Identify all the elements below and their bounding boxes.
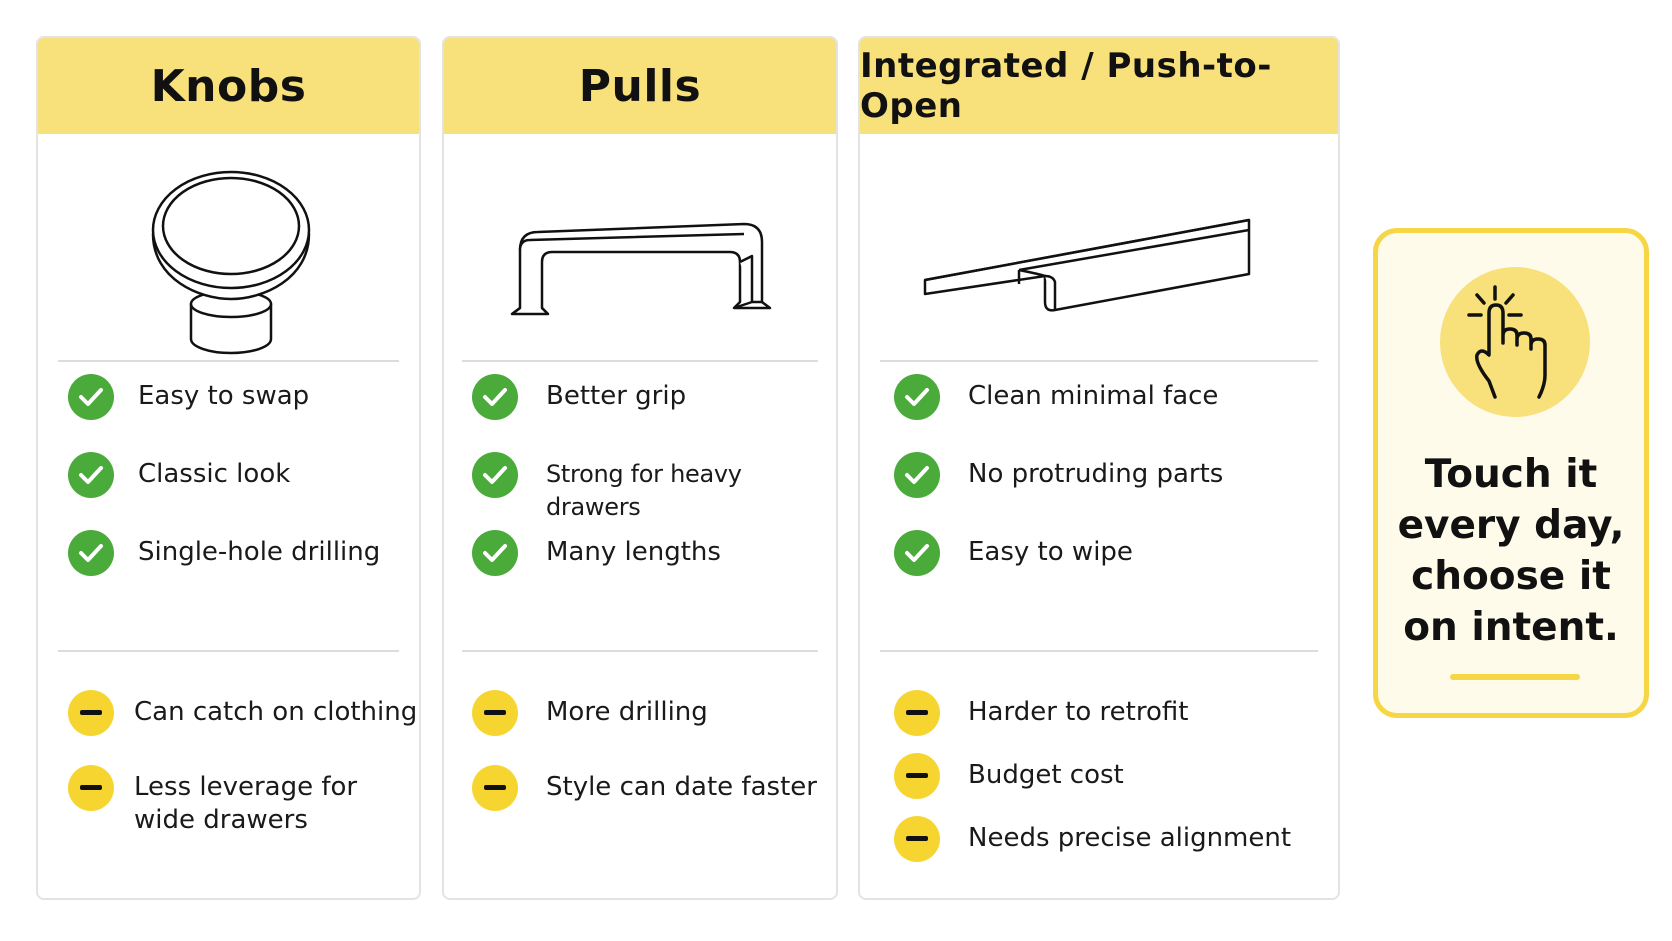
divider	[880, 360, 1318, 362]
card-knobs: Knobs Easy to swap Classic look Single-h…	[36, 36, 421, 900]
pull-illustration	[444, 134, 836, 394]
con-item: Needs precise alignment	[894, 816, 1291, 862]
card-header: Integrated / Push-to-Open	[860, 38, 1338, 134]
con-item: More drilling	[472, 690, 708, 736]
pro-text: No protruding parts	[968, 459, 1224, 489]
card-header: Knobs	[38, 38, 419, 134]
minus-icon	[68, 690, 114, 736]
con-item: Harder to retrofit	[894, 690, 1188, 736]
pro-item: Easy to wipe	[894, 530, 1133, 576]
check-icon	[894, 530, 940, 576]
minus-icon	[894, 690, 940, 736]
callout-icon-circle	[1440, 267, 1590, 417]
callout-line: Touch it	[1424, 452, 1598, 497]
con-text: Less leverage for wide drawers	[134, 772, 358, 835]
card-header: Pulls	[444, 38, 836, 134]
tap-finger-icon	[1467, 285, 1547, 399]
card-title: Pulls	[578, 60, 702, 112]
callout-card: Touch it every day, choose it on intent.	[1373, 228, 1649, 718]
callout-message: Touch it every day, choose it on intent.	[1388, 449, 1634, 653]
check-icon	[68, 530, 114, 576]
check-icon	[894, 452, 940, 498]
divider	[58, 650, 399, 652]
minus-icon	[472, 765, 518, 811]
pro-text: Classic look	[138, 459, 291, 489]
pro-text: Easy to swap	[138, 381, 310, 411]
pro-item: Better grip	[472, 374, 686, 420]
minus-icon	[894, 816, 940, 862]
check-icon	[472, 452, 518, 498]
con-text: Can catch on clothing	[134, 697, 418, 727]
check-icon	[894, 374, 940, 420]
con-text: Needs precise alignment	[968, 823, 1292, 853]
divider	[462, 360, 818, 362]
integrated-illustration	[860, 134, 1338, 394]
divider	[880, 650, 1318, 652]
con-text: Budget cost	[968, 760, 1124, 790]
check-icon	[472, 374, 518, 420]
con-text: More drilling	[546, 697, 708, 727]
pro-text: Easy to wipe	[968, 537, 1133, 567]
con-item: Can catch on clothing	[68, 690, 417, 736]
edge-profile-handle-icon	[923, 218, 1251, 312]
pro-item: Many lengths	[472, 530, 721, 576]
divider	[58, 360, 399, 362]
pro-item: Classic look	[68, 452, 290, 498]
pro-item: Easy to swap	[68, 374, 309, 420]
divider	[462, 650, 818, 652]
con-text: Style can date faster	[546, 772, 817, 802]
check-icon	[68, 452, 114, 498]
minus-icon	[68, 765, 114, 811]
pro-text: Clean minimal face	[968, 381, 1219, 411]
pro-text: Many lengths	[546, 537, 721, 567]
pro-text: Strong for heavy drawers	[546, 460, 742, 521]
card-title: Knobs	[150, 60, 307, 112]
callout-line: on intent.	[1403, 605, 1619, 650]
knob-illustration	[38, 134, 419, 394]
card-title: Integrated / Push-to-Open	[860, 46, 1272, 126]
pro-item: No protruding parts	[894, 452, 1223, 498]
pro-item: Single-hole drilling	[68, 530, 380, 576]
con-item: Budget cost	[894, 753, 1124, 799]
pro-text: Better grip	[546, 381, 687, 411]
check-icon	[68, 374, 114, 420]
pro-item: Strong for heavy drawers	[472, 452, 836, 524]
bar-pull-handle-icon	[510, 222, 772, 316]
callout-line: every day,	[1397, 503, 1625, 548]
con-item: Less leverage for wide drawers	[68, 765, 357, 837]
check-icon	[472, 530, 518, 576]
card-pulls: Pulls Better grip Strong for heavy drawe…	[442, 36, 838, 900]
cabinet-knob-icon	[151, 170, 310, 355]
card-integrated: Integrated / Push-to-Open Clean minimal …	[858, 36, 1340, 900]
minus-icon	[894, 753, 940, 799]
con-text: Harder to retrofit	[968, 697, 1189, 727]
pro-item: Clean minimal face	[894, 374, 1218, 420]
minus-icon	[472, 690, 518, 736]
con-item: Style can date faster	[472, 765, 817, 811]
callout-underline	[1450, 674, 1580, 680]
pro-text: Single-hole drilling	[138, 537, 381, 567]
callout-line: choose it	[1411, 554, 1611, 599]
